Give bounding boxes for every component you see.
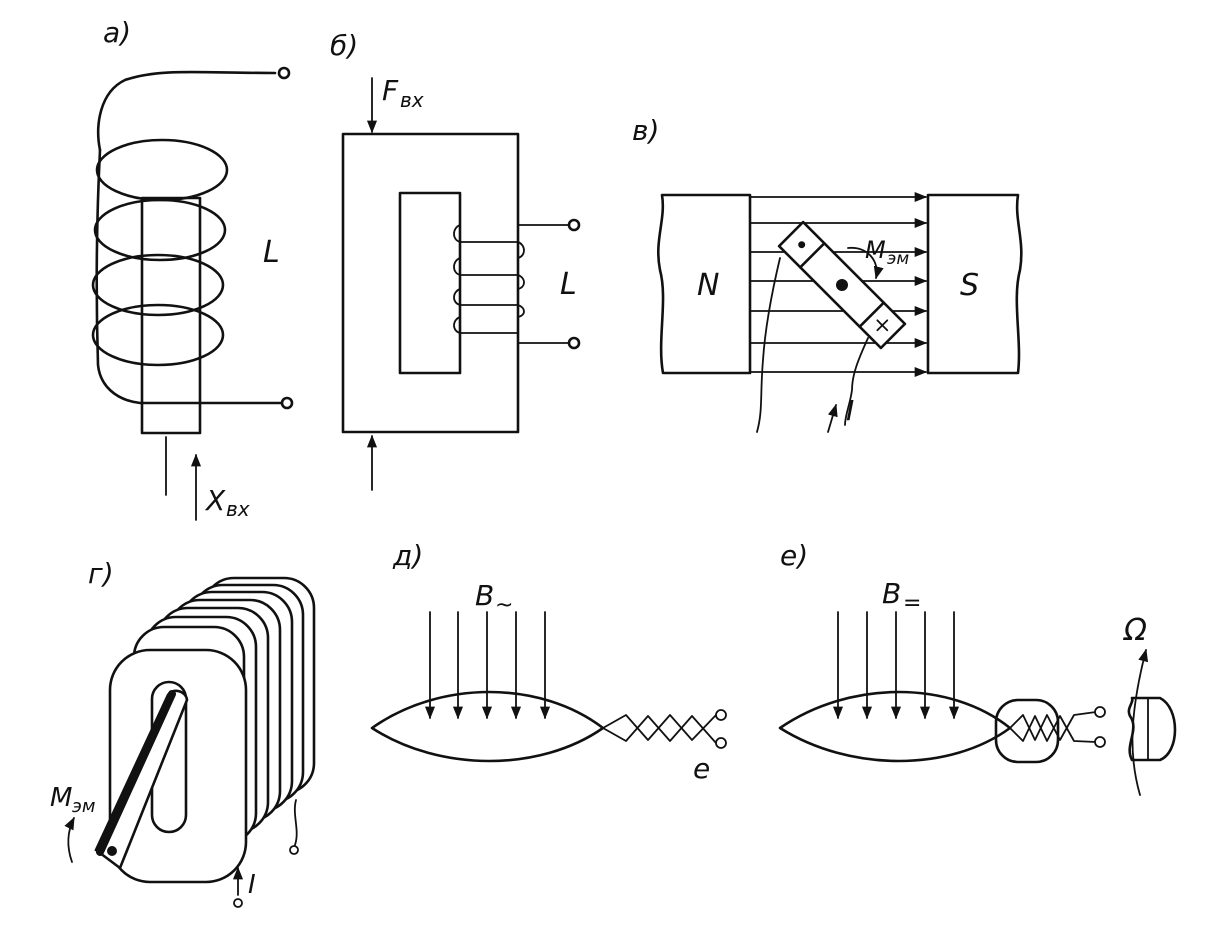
panel-e-field-lines (832, 611, 960, 720)
panel-b-inductance-label: L (560, 267, 577, 302)
panel-a-coil (91, 66, 294, 410)
panel-e-shaft (1127, 696, 1177, 762)
panel-v-pole-south (926, 193, 1023, 375)
panel-a-solenoid: а) L X вх (91, 16, 294, 521)
panel-d-twisted-lead-a (602, 714, 717, 741)
panel-a-inductance-label: L (263, 235, 280, 270)
panel-v-lead-left (756, 257, 781, 433)
panel-d-twisted-lead-b (602, 715, 717, 744)
panel-v-pole-north (656, 193, 752, 375)
panel-a-input-sub: вх (226, 497, 250, 521)
panel-v-north-label: N (697, 268, 719, 303)
panel-v-torque-sub: эм (887, 249, 909, 269)
panel-d-terminal-bottom (715, 737, 727, 749)
panel-e-rotating-loop: е) B = Ω (778, 539, 1177, 796)
panel-a-input-symbol: X (204, 484, 226, 517)
panel-a-terminal-top (277, 66, 291, 80)
panel-e-terminal-top (1094, 706, 1106, 718)
panel-v-torque-symbol: M (865, 236, 886, 264)
panel-g-torque-arrow (64, 816, 75, 863)
panel-e-field-symbol: B (882, 577, 901, 610)
panel-v-current-arrow (827, 403, 838, 433)
panel-e-twisted-lead-a (1009, 711, 1097, 741)
panel-d-emf-label: e (693, 752, 710, 785)
panel-b-force-sub: вх (400, 88, 424, 112)
panel-b-magnetoelastic: б) F вх L (330, 29, 581, 491)
panel-e-field-sub: = (903, 591, 921, 616)
panel-b-terminal-bottom (567, 336, 581, 350)
panel-a-terminal-bottom (280, 396, 294, 410)
panel-e-omega-label: Ω (1122, 613, 1147, 648)
panel-v-field-lines (749, 191, 928, 378)
panel-e-rotation-arrow (1131, 648, 1149, 796)
panel-g-torque-symbol: M (50, 783, 72, 813)
panel-e-loop (778, 690, 1012, 763)
panel-d-field-symbol: B (475, 579, 494, 612)
panel-v-current-label: I (846, 394, 854, 427)
panel-g-current-label: I (248, 870, 256, 900)
panel-a-tag: а) (103, 16, 131, 49)
panel-d-induction-loop: д) B ~ e (370, 539, 727, 785)
panel-v-coil-frame (777, 220, 907, 350)
panel-e-slip-ring (994, 698, 1060, 764)
panel-v-tag: в) (632, 114, 659, 147)
panel-g-torque-sub: эм (72, 796, 95, 817)
panel-b-winding (453, 218, 581, 350)
panel-e-twisted-lead-b (1009, 715, 1097, 743)
panel-g-tag: г) (88, 557, 114, 590)
panel-v-south-label: S (960, 268, 979, 303)
panel-d-field-sub: ~ (495, 593, 513, 618)
panel-d-field-lines (424, 611, 551, 720)
panel-v-torque-arrow (847, 247, 884, 280)
panel-b-force-symbol: F (382, 74, 399, 107)
panel-g-cylinder-coil: г) M эм I (50, 557, 316, 908)
panel-b-window (398, 191, 462, 375)
panel-d-terminal-top (715, 709, 727, 721)
panel-v-moving-coil: в) N S M эм (632, 114, 1023, 433)
panel-b-tag: б) (330, 29, 358, 62)
panel-b-frame (341, 132, 520, 434)
panel-e-terminal-bottom (1094, 736, 1106, 748)
panel-g-lead (293, 799, 298, 846)
panel-v-lead-right (844, 337, 869, 426)
panel-b-terminal-top (567, 218, 581, 232)
panel-d-tag: д) (392, 539, 423, 572)
panel-g-plate-stack (108, 576, 316, 884)
panel-g-pivot (107, 846, 117, 856)
panel-e-tag: е) (780, 539, 808, 572)
